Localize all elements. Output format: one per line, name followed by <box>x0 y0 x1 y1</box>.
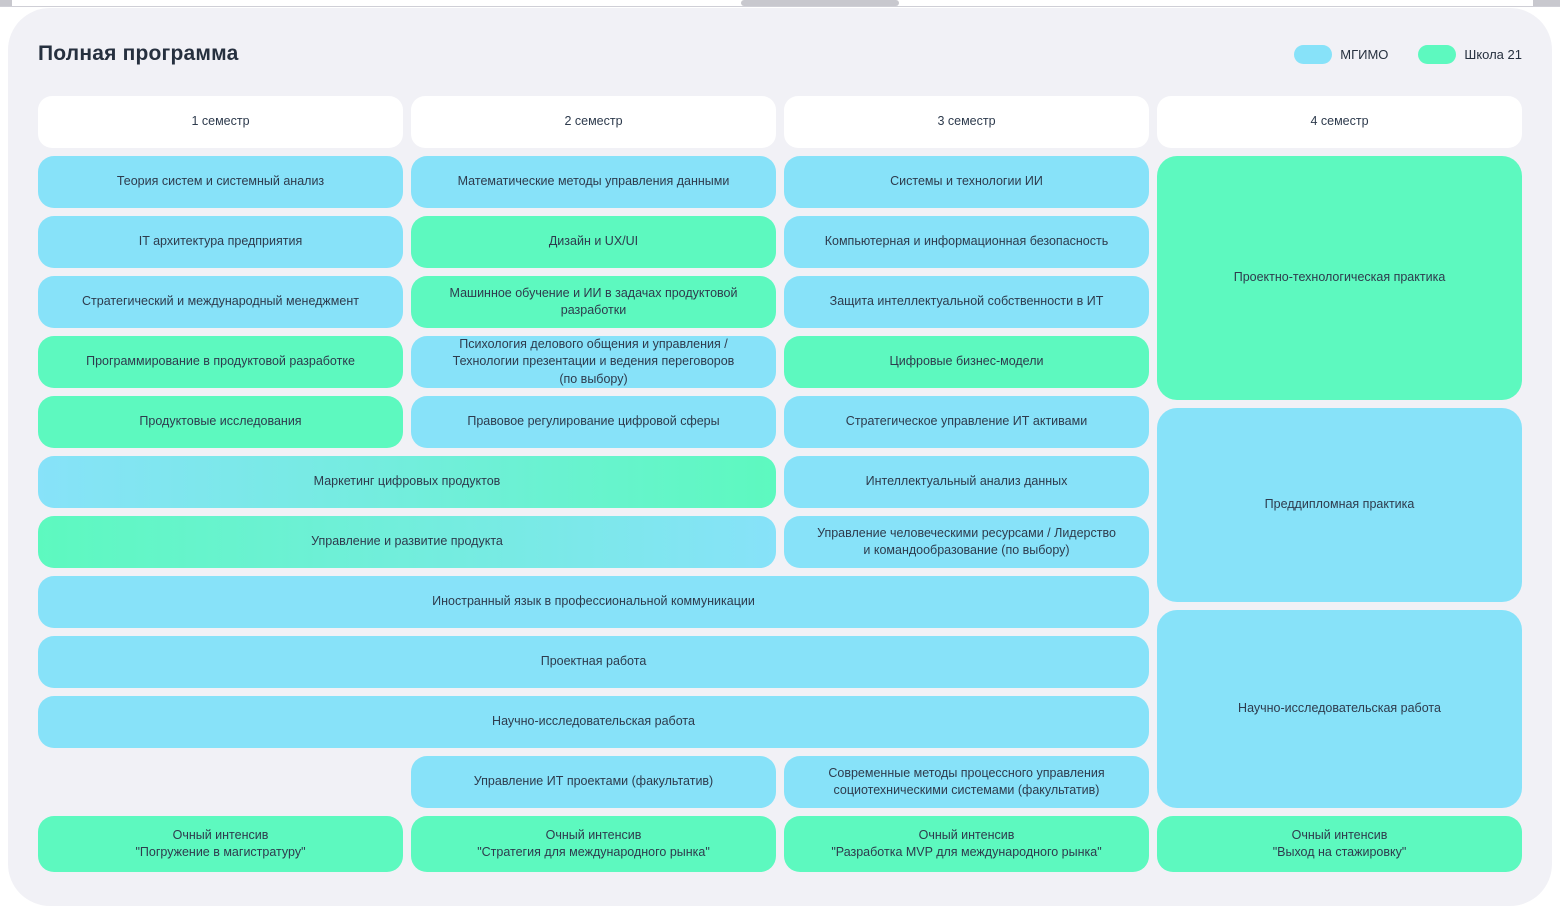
course-card-product-management: Управление и развитие продукта <box>38 516 776 568</box>
course-card-ml-ai-product: Машинное обучение и ИИ в задачах продукт… <box>411 276 776 328</box>
course-card-design-uxui: Дизайн и UX/UI <box>411 216 776 268</box>
course-card-intensive-internship: Очный интенсив "Выход на стажировку" <box>1157 816 1522 872</box>
edge-fragment-left <box>0 0 12 6</box>
legend: МГИМО Школа 21 <box>1294 44 1522 64</box>
course-card-ai-systems: Системы и технологии ИИ <box>784 156 1149 208</box>
course-card-strategic-management: Стратегический и международный менеджмен… <box>38 276 403 328</box>
course-card-it-architecture: IT архитектура предприятия <box>38 216 403 268</box>
legend-label-school21: Школа 21 <box>1464 46 1522 62</box>
course-card-product-research: Продуктовые исследования <box>38 396 403 448</box>
legend-item-mgimo: МГИМО <box>1294 44 1389 64</box>
course-card-research-work: Научно-исследовательская работа <box>38 696 1149 748</box>
course-card-data-mining: Интеллектуальный анализ данных <box>784 456 1149 508</box>
course-card-tech-practice: Проектно-технологическая практика <box>1157 156 1522 401</box>
mgimo-color-swatch <box>1294 44 1333 64</box>
course-card-hr-leadership: Управление человеческими ресурсами / Лид… <box>784 516 1149 568</box>
program-panel: Полная программа МГИМО Школа 21 1 семест… <box>8 8 1552 906</box>
course-card-ip-protection: Защита интеллектуальной собственности в … <box>784 276 1149 328</box>
course-card-intensive-mvp: Очный интенсив "Разработка MVP для между… <box>784 816 1149 872</box>
course-card-intensive-immersion: Очный интенсив "Погружение в магистратур… <box>38 816 403 872</box>
top-edge-strip <box>0 0 1560 7</box>
legend-label-mgimo: МГИМО <box>1340 46 1389 62</box>
course-card-research-work-s4: Научно-исследовательская работа <box>1157 610 1522 808</box>
course-card-digital-marketing: Маркетинг цифровых продуктов <box>38 456 776 508</box>
course-card-process-management: Современные методы процессного управлени… <box>784 756 1149 808</box>
column-header-semester-4: 4 семестр <box>1157 96 1522 148</box>
curriculum-board: 1 семестр 2 семестр 3 семестр 4 семестр … <box>38 96 1522 872</box>
page-title: Полная программа <box>38 42 239 65</box>
course-card-pregraduate-practice: Преддипломная практика <box>1157 408 1522 603</box>
course-card-systems-theory: Теория систем и системный анализ <box>38 156 403 208</box>
scrollbar-fragment[interactable] <box>741 0 899 6</box>
panel-header: Полная программа МГИМО Школа 21 <box>38 40 1522 68</box>
course-card-product-programming: Программирование в продуктовой разработк… <box>38 336 403 388</box>
course-card-digital-business-models: Цифровые бизнес-модели <box>784 336 1149 388</box>
course-card-intensive-strategy: Очный интенсив "Стратегия для международ… <box>411 816 776 872</box>
legend-item-school21: Школа 21 <box>1418 44 1522 64</box>
column-header-semester-3: 3 семестр <box>784 96 1149 148</box>
course-card-math-data-methods: Математические методы управления данными <box>411 156 776 208</box>
column-header-semester-2: 2 семестр <box>411 96 776 148</box>
course-card-foreign-language: Иностранный язык в профессиональной комм… <box>38 576 1149 628</box>
semester-4-column: Проектно-технологическая практика Предди… <box>1157 156 1522 872</box>
school21-color-swatch <box>1418 44 1457 64</box>
column-header-semester-1: 1 семестр <box>38 96 403 148</box>
course-card-it-project-management: Управление ИТ проектами (факультатив) <box>411 756 776 808</box>
course-card-it-asset-management: Стратегическое управление ИТ активами <box>784 396 1149 448</box>
edge-fragment-right <box>1533 0 1560 6</box>
course-card-business-psychology: Психология делового общения и управления… <box>411 336 776 388</box>
course-card-information-security: Компьютерная и информационная безопаснос… <box>784 216 1149 268</box>
course-card-digital-law: Правовое регулирование цифровой сферы <box>411 396 776 448</box>
course-card-project-work: Проектная работа <box>38 636 1149 688</box>
